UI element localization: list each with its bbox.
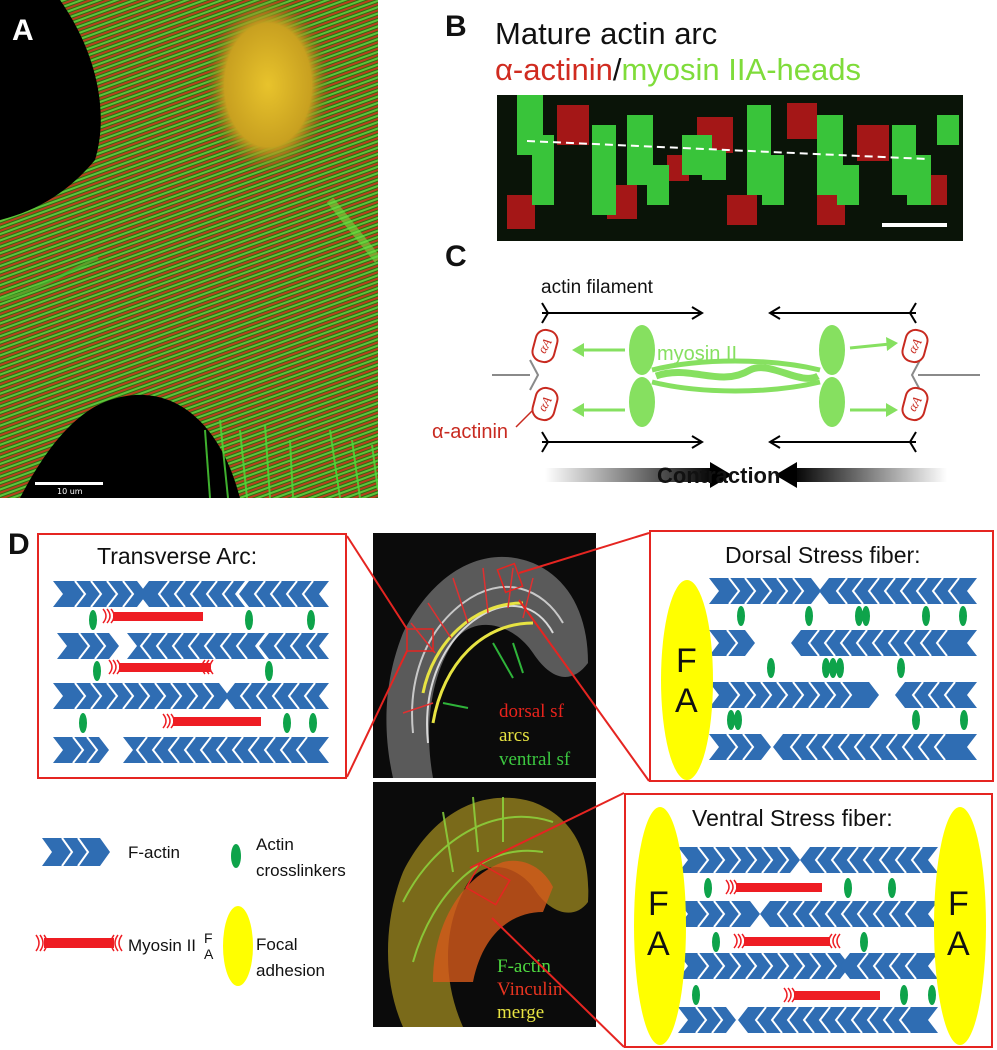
- transverse-arc-title: Transverse Arc:: [97, 543, 258, 569]
- fa-letter-f-ventral-right: F: [948, 885, 969, 923]
- actin-filament-label: actin filament: [541, 277, 653, 298]
- myosin-ii-label: myosin II: [657, 343, 738, 365]
- aA-label-1: αA: [534, 336, 554, 356]
- panel-c-letter: C: [445, 240, 467, 273]
- panel-b-title: Mature actin arc: [495, 16, 718, 51]
- alpha-actinin-diagram-label: α-actinin: [432, 421, 509, 443]
- cell-image-a: [0, 0, 378, 498]
- scale-bar-label-a: 10 um: [57, 487, 83, 496]
- ventral-stress-fiber-diagram: [678, 846, 938, 1034]
- cell-image-vinculin: F-actin Vinculin merge: [373, 782, 596, 1027]
- contraction-diagram: αA αA αA αA: [492, 302, 980, 488]
- transverse-arc-diagram: [53, 580, 329, 764]
- crosslinker-legend-icon: [231, 844, 241, 868]
- panel-b-letter: B: [445, 10, 467, 43]
- dorsal-stress-fiber-title: Dorsal Stress fiber:: [725, 542, 921, 568]
- dorsal-stress-fiber-box: Dorsal Stress fiber:: [649, 530, 994, 782]
- myosin-heads-label: myosin IIA-heads: [621, 52, 861, 87]
- contraction-label: Contraction: [657, 463, 781, 488]
- fa-letter-f-dorsal: F: [676, 642, 697, 680]
- legend-focal-adhesion-label: Focal adhesion: [256, 935, 326, 980]
- dorsal-sf-label: dorsal sf: [499, 701, 564, 722]
- focal-adhesion-ventral-left: [634, 807, 686, 1045]
- panel-a-micrograph: A 10 um: [0, 0, 378, 498]
- myosin-legend-icon: [35, 934, 123, 952]
- focal-adhesion-ventral-right: [934, 807, 986, 1045]
- ventral-stress-fiber-box: Ventral Stress fiber:: [624, 793, 993, 1048]
- alpha-actinin-label: α-actinin: [495, 52, 613, 87]
- scale-bar-b: [882, 223, 947, 227]
- arcs-label: arcs: [499, 725, 530, 746]
- fa-letter-a-ventral-right: A: [947, 925, 970, 963]
- merge-image-label: merge: [497, 1002, 545, 1023]
- cell-image-bottom: [388, 796, 589, 1027]
- panel-b-micrograph: [497, 95, 963, 241]
- fa-letter-a-ventral-left: A: [647, 925, 670, 963]
- panel-b-label: α-actinin/myosin IIA-heads: [495, 52, 861, 88]
- fa-letter-a-dorsal: A: [675, 682, 698, 720]
- transverse-arc-box: Transverse Arc:: [37, 533, 347, 779]
- ventral-sf-label: ventral sf: [499, 749, 571, 770]
- label-separator: /: [612, 52, 622, 87]
- legend-crosslinkers-label: Actin crosslinkers: [256, 835, 346, 880]
- aA-label-3: αA: [904, 336, 924, 356]
- ventral-stress-fiber-title: Ventral Stress fiber:: [692, 805, 893, 831]
- scale-bar-a: [35, 482, 103, 485]
- legend-fa-letter-a: A: [204, 946, 214, 962]
- cell-image-top: [386, 556, 588, 778]
- dorsal-stress-fiber-diagram: [709, 577, 977, 761]
- panel-a-letter: A: [12, 14, 34, 47]
- crosslinkers: [79, 610, 317, 733]
- legend-myosin-label: Myosin II: [128, 936, 197, 955]
- arc-image-b: [497, 95, 963, 241]
- fa-letter-f-ventral-left: F: [648, 885, 669, 923]
- vinculin-image-label: Vinculin: [497, 979, 563, 1000]
- legend-factin-label: F-actin: [128, 843, 180, 862]
- legend-fa-letter-f: F: [204, 930, 213, 946]
- myosin-bars: [113, 612, 261, 726]
- aA-label-2: αA: [534, 394, 554, 414]
- panel-d-letter: D: [8, 528, 30, 561]
- legend-symbols: [35, 837, 253, 986]
- focal-adhesion-dorsal: [661, 580, 713, 780]
- aA-label-4: αA: [904, 394, 924, 414]
- focal-adhesion-legend-icon: [223, 906, 253, 986]
- factin-legend-icon: [42, 837, 110, 867]
